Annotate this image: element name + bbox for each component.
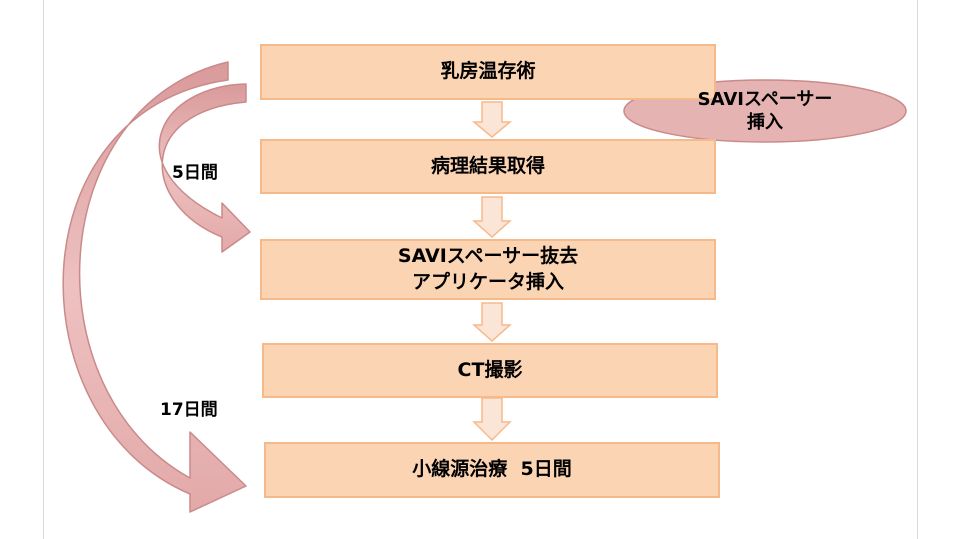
step-3-label-line-2: アプリケータ挿入 [411,270,564,293]
step-pathology-result: 病理結果取得 [260,139,716,194]
step-2-label: 病理結果取得 [430,154,545,177]
short-interval-label: 5日間 [172,163,218,183]
right-frame-line [917,0,918,539]
left-frame-line [43,0,44,539]
callout-line-2: 挿入 [747,112,783,133]
callout-line-1: SAVIスペーサー [697,88,833,110]
long-interval-label: 17日間 [160,400,218,420]
callout-text: SAVIスペーサー 挿入 [624,80,906,142]
step-5-label: 小線源治療 5日間 [412,458,572,481]
step-ct-imaging: CT撮影 [262,343,718,398]
step-1-label: 乳房温存術 [440,60,536,83]
step-spacer-removal-applicator: SAVIスペーサー抜去 アプリケータ挿入 [260,239,716,300]
step-3-label-line-1: SAVIスペーサー抜去 [397,244,579,267]
step-4-label: CT撮影 [457,358,523,381]
step-breast-conserving-surgery: 乳房温存術 [260,44,716,100]
down-arrow-4 [472,397,512,442]
down-arrow-2 [472,196,512,239]
long-interval-curved-arrow [62,61,247,513]
down-arrow-1 [471,101,513,138]
down-arrow-3 [472,302,512,343]
step-brachytherapy: 小線源治療 5日間 [264,442,720,498]
short-interval-curved-arrow [158,83,251,253]
